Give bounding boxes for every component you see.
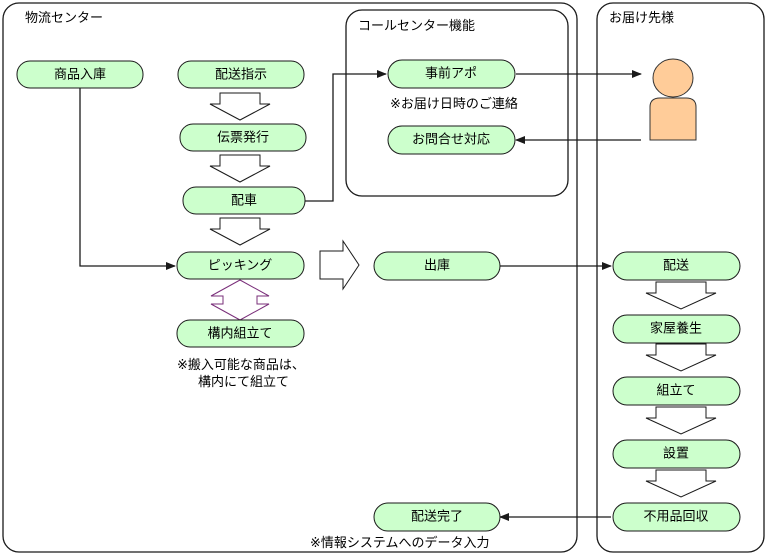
node-delivery-instruction: 配送指示 — [177, 60, 305, 89]
node-goods-receipt: 商品入庫 — [16, 60, 144, 89]
svg-text:配送: 配送 — [663, 259, 689, 274]
connector-dispatch-to-appointment — [305, 70, 387, 202]
logistics-center-title: 物流センター — [25, 11, 103, 26]
svg-text:設置: 設置 — [663, 446, 689, 462]
node-dispatch: 配車 — [182, 186, 306, 215]
svg-text:不用品回収: 不用品回収 — [643, 510, 708, 525]
destination-title: お届け先様 — [609, 11, 674, 26]
svg-text:家屋養生: 家屋養生 — [650, 321, 702, 337]
svg-text:商品入庫: 商品入庫 — [54, 68, 106, 83]
svg-text:お問合せ対応: お問合せ対応 — [412, 133, 490, 148]
node-home-protection: 家屋養生 — [612, 314, 741, 344]
node-installation: 設置 — [612, 439, 741, 469]
person-icon — [649, 58, 697, 141]
svg-text:構内組立て: 構内組立て — [207, 326, 272, 342]
svg-text:伝票発行: 伝票発行 — [217, 131, 269, 146]
node-inquiry: お問合せ対応 — [387, 125, 516, 155]
assembly-note-line2: 構内にて組立て — [198, 374, 289, 390]
appointment-note: ※お届け日時のご連絡 — [390, 96, 518, 112]
flow-arrow-down — [645, 469, 717, 498]
svg-text:ピッキング: ピッキング — [208, 259, 273, 274]
svg-text:配車: 配車 — [231, 194, 257, 209]
node-disposal: 不用品回収 — [612, 502, 741, 532]
svg-text:組立て: 組立て — [656, 384, 695, 399]
flow-arrow-down — [209, 217, 271, 246]
flow-arrow-down — [209, 92, 271, 121]
connector-receipt-to-picking — [79, 88, 176, 270]
node-slip-issue: 伝票発行 — [179, 123, 307, 152]
node-picking: ピッキング — [176, 251, 305, 280]
assembly-note-line1: ※搬入可能な商品は、 — [177, 358, 305, 373]
node-assembly: 組立て — [612, 376, 741, 406]
node-onsite-assembly: 構内組立て — [176, 319, 305, 348]
big-right-arrow — [319, 239, 360, 291]
svg-text:配送完了: 配送完了 — [411, 510, 463, 525]
system-note: ※情報システムへのデータ入力 — [310, 535, 490, 551]
svg-text:事前アポ: 事前アポ — [425, 66, 477, 82]
flow-arrow-down — [209, 154, 271, 183]
flow-arrow-down — [645, 343, 717, 372]
node-appointment: 事前アポ — [387, 59, 516, 89]
node-delivery: 配送 — [612, 251, 741, 281]
flow-arrow-down — [645, 406, 717, 435]
node-shipping: 出庫 — [373, 251, 501, 281]
svg-text:配送指示: 配送指示 — [215, 68, 267, 83]
callcenter-title: コールセンター機能 — [358, 19, 475, 34]
node-delivery-complete: 配送完了 — [373, 502, 501, 532]
flow-arrow-down — [645, 281, 717, 310]
svg-text:出庫: 出庫 — [424, 259, 450, 274]
